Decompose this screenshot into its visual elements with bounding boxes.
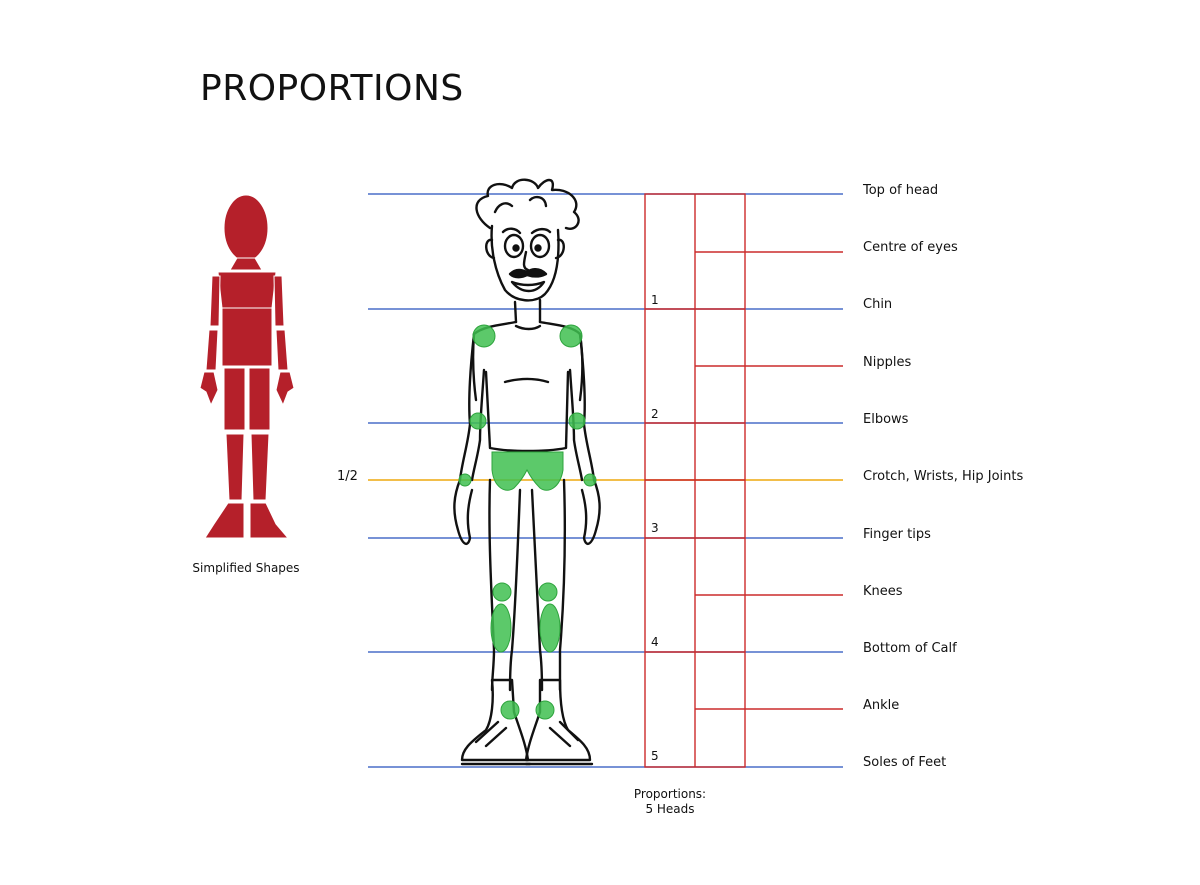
- joint-elbow-left: [470, 413, 486, 429]
- character-shoe-right: [526, 680, 590, 760]
- mannequin-upper-arm-left: [210, 276, 220, 326]
- landmark-label: Top of head: [863, 183, 938, 198]
- head-number-1: 1: [651, 293, 659, 307]
- joint-calf-left: [491, 604, 511, 652]
- mannequin-hand-left: [200, 372, 218, 405]
- joint-wrist-right: [584, 474, 596, 486]
- head-number-5: 5: [651, 749, 659, 763]
- landmark-label: Ankle: [863, 698, 899, 713]
- mannequin-figure: [200, 195, 294, 538]
- mannequin-thigh-right: [249, 368, 270, 430]
- landmark-label: Nipples: [863, 355, 911, 370]
- joint-shoulder-right: [560, 325, 582, 347]
- character-moustache: [510, 269, 546, 277]
- half-marker: 1/2: [337, 469, 358, 484]
- character-figure: [454, 180, 599, 764]
- mannequin-shin-left: [226, 434, 244, 500]
- mannequin-neck: [230, 258, 262, 270]
- mannequin-foot-right: [250, 503, 288, 538]
- mannequin-belly: [222, 308, 272, 366]
- landmark-label: Elbows: [863, 412, 908, 427]
- landmark-label: Crotch, Wrists, Hip Joints: [863, 469, 1023, 484]
- mannequin-forearm-right: [276, 330, 288, 370]
- joint-wrist-left: [459, 474, 471, 486]
- character-hair: [476, 180, 578, 229]
- joint-calf-right: [540, 604, 560, 652]
- mannequin-hand-right: [276, 372, 294, 405]
- landmark-label: Finger tips: [863, 527, 931, 542]
- head-number-2: 2: [651, 407, 659, 421]
- joint-knee-right: [539, 583, 557, 601]
- landmark-label: Knees: [863, 584, 903, 599]
- mannequin-head: [224, 195, 268, 261]
- joint-ankle-left: [501, 701, 519, 719]
- landmark-label: Centre of eyes: [863, 240, 958, 255]
- mannequin-upper-arm-right: [274, 276, 284, 326]
- joint-hips: [492, 452, 563, 490]
- landmark-label: Soles of Feet: [863, 755, 946, 770]
- landmark-label: Chin: [863, 297, 892, 312]
- proportions-caption-line1: Proportions:: [620, 787, 720, 802]
- mannequin-chest: [218, 272, 276, 308]
- joint-knee-left: [493, 583, 511, 601]
- character-arm-right: [570, 334, 600, 544]
- joint-elbow-right: [569, 413, 585, 429]
- simplified-shapes-caption: Simplified Shapes: [190, 561, 302, 575]
- landmark-label: Bottom of Calf: [863, 641, 957, 656]
- head-number-4: 4: [651, 635, 659, 649]
- proportions-caption: Proportions: 5 Heads: [620, 787, 720, 817]
- mannequin-thigh-left: [224, 368, 245, 430]
- head-number-3: 3: [651, 521, 659, 535]
- joint-ankle-right: [536, 701, 554, 719]
- joint-shoulder-left: [473, 325, 495, 347]
- proportions-caption-line2: 5 Heads: [620, 802, 720, 817]
- mannequin-forearm-left: [206, 330, 218, 370]
- character-arm-left: [454, 334, 484, 544]
- character-shoe-left: [462, 680, 528, 760]
- guide-lines: [368, 194, 843, 767]
- mannequin-foot-left: [205, 503, 244, 538]
- joint-markers: [459, 325, 596, 719]
- mannequin-shin-right: [251, 434, 269, 500]
